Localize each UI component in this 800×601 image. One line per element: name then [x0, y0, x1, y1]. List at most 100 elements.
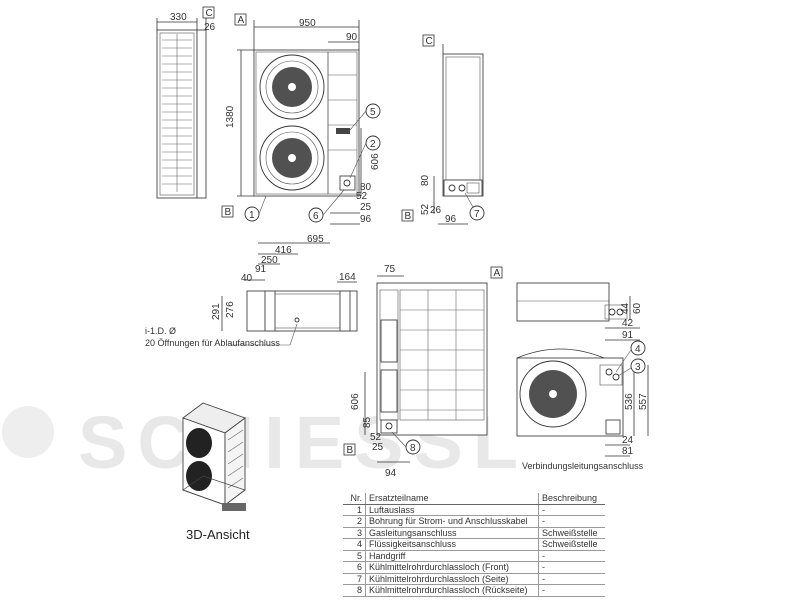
drain-holes-note: 20 Öffnungen für Ablaufanschluss — [145, 338, 280, 348]
dim-75: 75 — [384, 264, 396, 275]
dim-96: 96 — [360, 214, 372, 225]
row-name: Bohrung für Strom- und Anschlusskabel — [365, 515, 539, 528]
dim-416: 416 — [275, 245, 292, 256]
row-name: Luftauslass — [365, 504, 539, 516]
dim-26: 26 — [204, 22, 216, 33]
dim-25: 25 — [360, 202, 372, 213]
row-desc: - — [538, 584, 605, 597]
dim-back-25: 25 — [372, 442, 384, 453]
row-desc: - — [538, 550, 605, 562]
ref-a-front: A — [238, 15, 245, 26]
header-nr: Nr. — [343, 493, 366, 505]
ref-b-front: B — [225, 207, 232, 218]
row-nr: 2 — [343, 515, 366, 528]
dim-right-26: 26 — [430, 205, 442, 216]
row-nr: 5 — [343, 550, 366, 562]
bottom-view: 695 416 250 40 91 164 291 276 — [211, 234, 358, 346]
callout-8: 8 — [410, 443, 416, 454]
connection-view: 536 557 24 81 4 3 — [516, 340, 649, 457]
row-desc: - — [538, 504, 605, 516]
row-name: Gasleitungsanschluss — [365, 527, 539, 539]
dim-back-85: 85 — [362, 416, 373, 428]
dim-557: 557 — [638, 393, 649, 410]
dim-right-52: 52 — [420, 203, 431, 215]
side-view-left: 330 26 C — [156, 6, 216, 199]
row-nr: 4 — [343, 538, 366, 551]
row-name: Kühlmittelrohrdurchlassloch (Seite) — [365, 573, 539, 585]
view-3d-label: 3D-Ansicht — [186, 527, 250, 542]
dim-250: 250 — [261, 255, 278, 266]
dim-80: 80 — [360, 182, 372, 193]
dim-94: 94 — [385, 468, 397, 479]
dim-950: 950 — [299, 18, 316, 29]
callout-3: 3 — [635, 362, 641, 373]
row-desc: - — [538, 515, 605, 528]
dim-81: 81 — [622, 446, 634, 457]
front-view: 950 90 1380 606 80 52 25 96 A B 1 5 2 6 — [221, 13, 381, 225]
row-nr: 6 — [343, 561, 366, 574]
dim-164: 164 — [339, 272, 356, 283]
dim-695: 695 — [307, 234, 324, 245]
row-name: Handgriff — [365, 550, 539, 562]
dim-24: 24 — [622, 435, 634, 446]
ref-b-right: B — [405, 211, 412, 222]
row-desc: Schweißstelle — [538, 538, 605, 551]
dim-91: 91 — [255, 264, 267, 275]
dim-60: 60 — [632, 302, 643, 314]
row-name: Kühlmittelrohrdurchlassloch (Front) — [365, 561, 539, 574]
callout-7: 7 — [474, 209, 480, 220]
row-nr: 7 — [343, 573, 366, 585]
parts-table-header: Nr. Ersatzteilname Beschreibung — [343, 493, 605, 505]
callout-5: 5 — [370, 107, 376, 118]
view-3d — [182, 402, 246, 511]
row-desc: - — [538, 573, 605, 585]
drain-diameter-note: i-1.D. Ø — [145, 326, 177, 336]
callout-1: 1 — [249, 210, 255, 221]
top-view-right: 44 60 42 91 — [516, 282, 643, 341]
row-nr: 1 — [343, 504, 366, 516]
dim-291: 291 — [211, 303, 222, 320]
row-desc: - — [538, 561, 605, 574]
dim-276: 276 — [225, 301, 236, 318]
dim-back-52: 52 — [370, 432, 382, 443]
dim-606: 606 — [370, 153, 381, 170]
ref-b-rear: B — [347, 445, 354, 456]
dim-42: 42 — [622, 318, 634, 329]
dim-44: 44 — [620, 302, 631, 314]
callout-6: 6 — [313, 211, 319, 222]
rear-view: 75 606 85 52 25 94 B A 8 — [343, 264, 503, 479]
dim-330: 330 — [170, 12, 187, 23]
dim-back-606: 606 — [350, 393, 361, 410]
row-name: Kühlmittelrohrdurchlassloch (Rückseite) — [365, 584, 539, 597]
dim-40: 40 — [241, 273, 253, 284]
row-nr: 8 — [343, 584, 366, 597]
dim-conn-91: 91 — [622, 330, 634, 341]
row-nr: 3 — [343, 527, 366, 539]
row-name: Flüssigkeitsanschluss — [365, 538, 539, 551]
ref-c-top: C — [206, 8, 213, 19]
dim-1380: 1380 — [225, 105, 236, 128]
ref-a-rear: A — [494, 268, 501, 279]
dim-right-96: 96 — [445, 214, 457, 225]
dim-536: 536 — [624, 393, 635, 410]
callout-2: 2 — [370, 139, 376, 150]
dim-52: 52 — [356, 191, 368, 202]
header-desc: Beschreibung — [538, 493, 605, 505]
ref-c-right: C — [426, 36, 433, 47]
dim-right-80: 80 — [420, 174, 431, 186]
dim-90: 90 — [346, 32, 358, 43]
right-side-view: C 80 52 26 96 B 7 — [401, 34, 485, 225]
header-name: Ersatzteilname — [365, 493, 539, 505]
callout-4: 4 — [635, 344, 641, 355]
connection-label: Verbindungsleitungsanschluss — [522, 461, 644, 471]
